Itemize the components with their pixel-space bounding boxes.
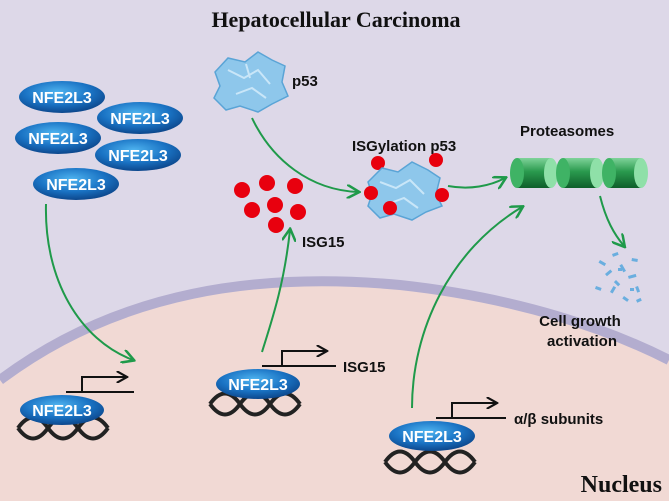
nfe2l3-protein bbox=[20, 395, 104, 425]
gene-complex-subunits: NFE2L3 bbox=[383, 403, 506, 475]
proteasome-cylinder bbox=[602, 158, 648, 188]
isg15-dot bbox=[290, 204, 306, 220]
peptide-fragments bbox=[594, 251, 642, 303]
arrow-gene-to-proteasome bbox=[411, 207, 522, 409]
nfe2l3-protein: NFE2L3 bbox=[33, 168, 119, 200]
nucleus-label: Nucleus bbox=[581, 472, 662, 498]
svg-text:NFE2L3: NFE2L3 bbox=[110, 111, 170, 128]
pathway-arrows bbox=[44, 117, 624, 409]
subunits-label: α/β subunits bbox=[514, 411, 603, 428]
svg-text:NFE2L3: NFE2L3 bbox=[32, 403, 92, 420]
arrow-isgylation-to-proteasome bbox=[447, 178, 505, 188]
activation-label: activation bbox=[547, 333, 617, 350]
nfe2l3-protein bbox=[389, 421, 475, 451]
svg-text:NFE2L3: NFE2L3 bbox=[32, 90, 92, 107]
gene-complex-isg15: NFE2L3 bbox=[208, 351, 336, 417]
proteasome-cylinder bbox=[556, 158, 604, 188]
diagram-title: Hepatocellular Carcinoma bbox=[211, 7, 460, 32]
nfe2l3-protein bbox=[216, 369, 300, 399]
isgylated-p53-complex bbox=[364, 153, 449, 221]
gene-complex-left: NFE2L3 bbox=[16, 377, 134, 441]
isg15-dot bbox=[244, 202, 260, 218]
nucleus-region bbox=[0, 281, 669, 501]
svg-text:NFE2L3: NFE2L3 bbox=[228, 377, 288, 394]
arrow-nfe2l3-to-nucleus bbox=[44, 203, 133, 360]
p53-protein bbox=[213, 51, 289, 113]
cell-growth-label: Cell growth bbox=[539, 313, 621, 330]
proteasomes-label: Proteasomes bbox=[520, 123, 614, 140]
isg15-cluster bbox=[234, 175, 306, 233]
nfe2l3-protein: NFE2L3 bbox=[19, 81, 105, 113]
isg15-dot bbox=[234, 182, 250, 198]
arrow-p53-to-isgylation bbox=[251, 117, 358, 192]
svg-text:NFE2L3: NFE2L3 bbox=[108, 148, 168, 165]
isg15-dot bbox=[259, 175, 275, 191]
arrow-proteasome-to-fragments bbox=[599, 195, 624, 246]
proteasome-complex bbox=[510, 158, 648, 188]
isg15-gene-label: ISG15 bbox=[343, 359, 386, 376]
svg-text:NFE2L3: NFE2L3 bbox=[28, 131, 88, 148]
isg15-dot bbox=[268, 217, 284, 233]
nfe2l3-protein: NFE2L3 bbox=[15, 122, 101, 154]
isg15-dot bbox=[267, 197, 283, 213]
nuclear-membrane bbox=[0, 276, 669, 385]
svg-text:NFE2L3: NFE2L3 bbox=[402, 429, 462, 446]
nfe2l3-cluster: NFE2L3 NFE2L3 NFE2L3 NFE2L3 NFE2L3 bbox=[15, 81, 183, 200]
arrow-gene-to-isg15 bbox=[261, 230, 290, 353]
nfe2l3-protein: NFE2L3 bbox=[95, 139, 181, 171]
p53-label: p53 bbox=[292, 73, 318, 90]
isg15-dot bbox=[287, 178, 303, 194]
proteasome-cylinder bbox=[510, 158, 558, 188]
isg15-label: ISG15 bbox=[302, 234, 345, 251]
svg-text:NFE2L3: NFE2L3 bbox=[46, 177, 106, 194]
isgylation-label: ISGylation p53 bbox=[352, 138, 456, 155]
nfe2l3-protein: NFE2L3 bbox=[97, 102, 183, 134]
